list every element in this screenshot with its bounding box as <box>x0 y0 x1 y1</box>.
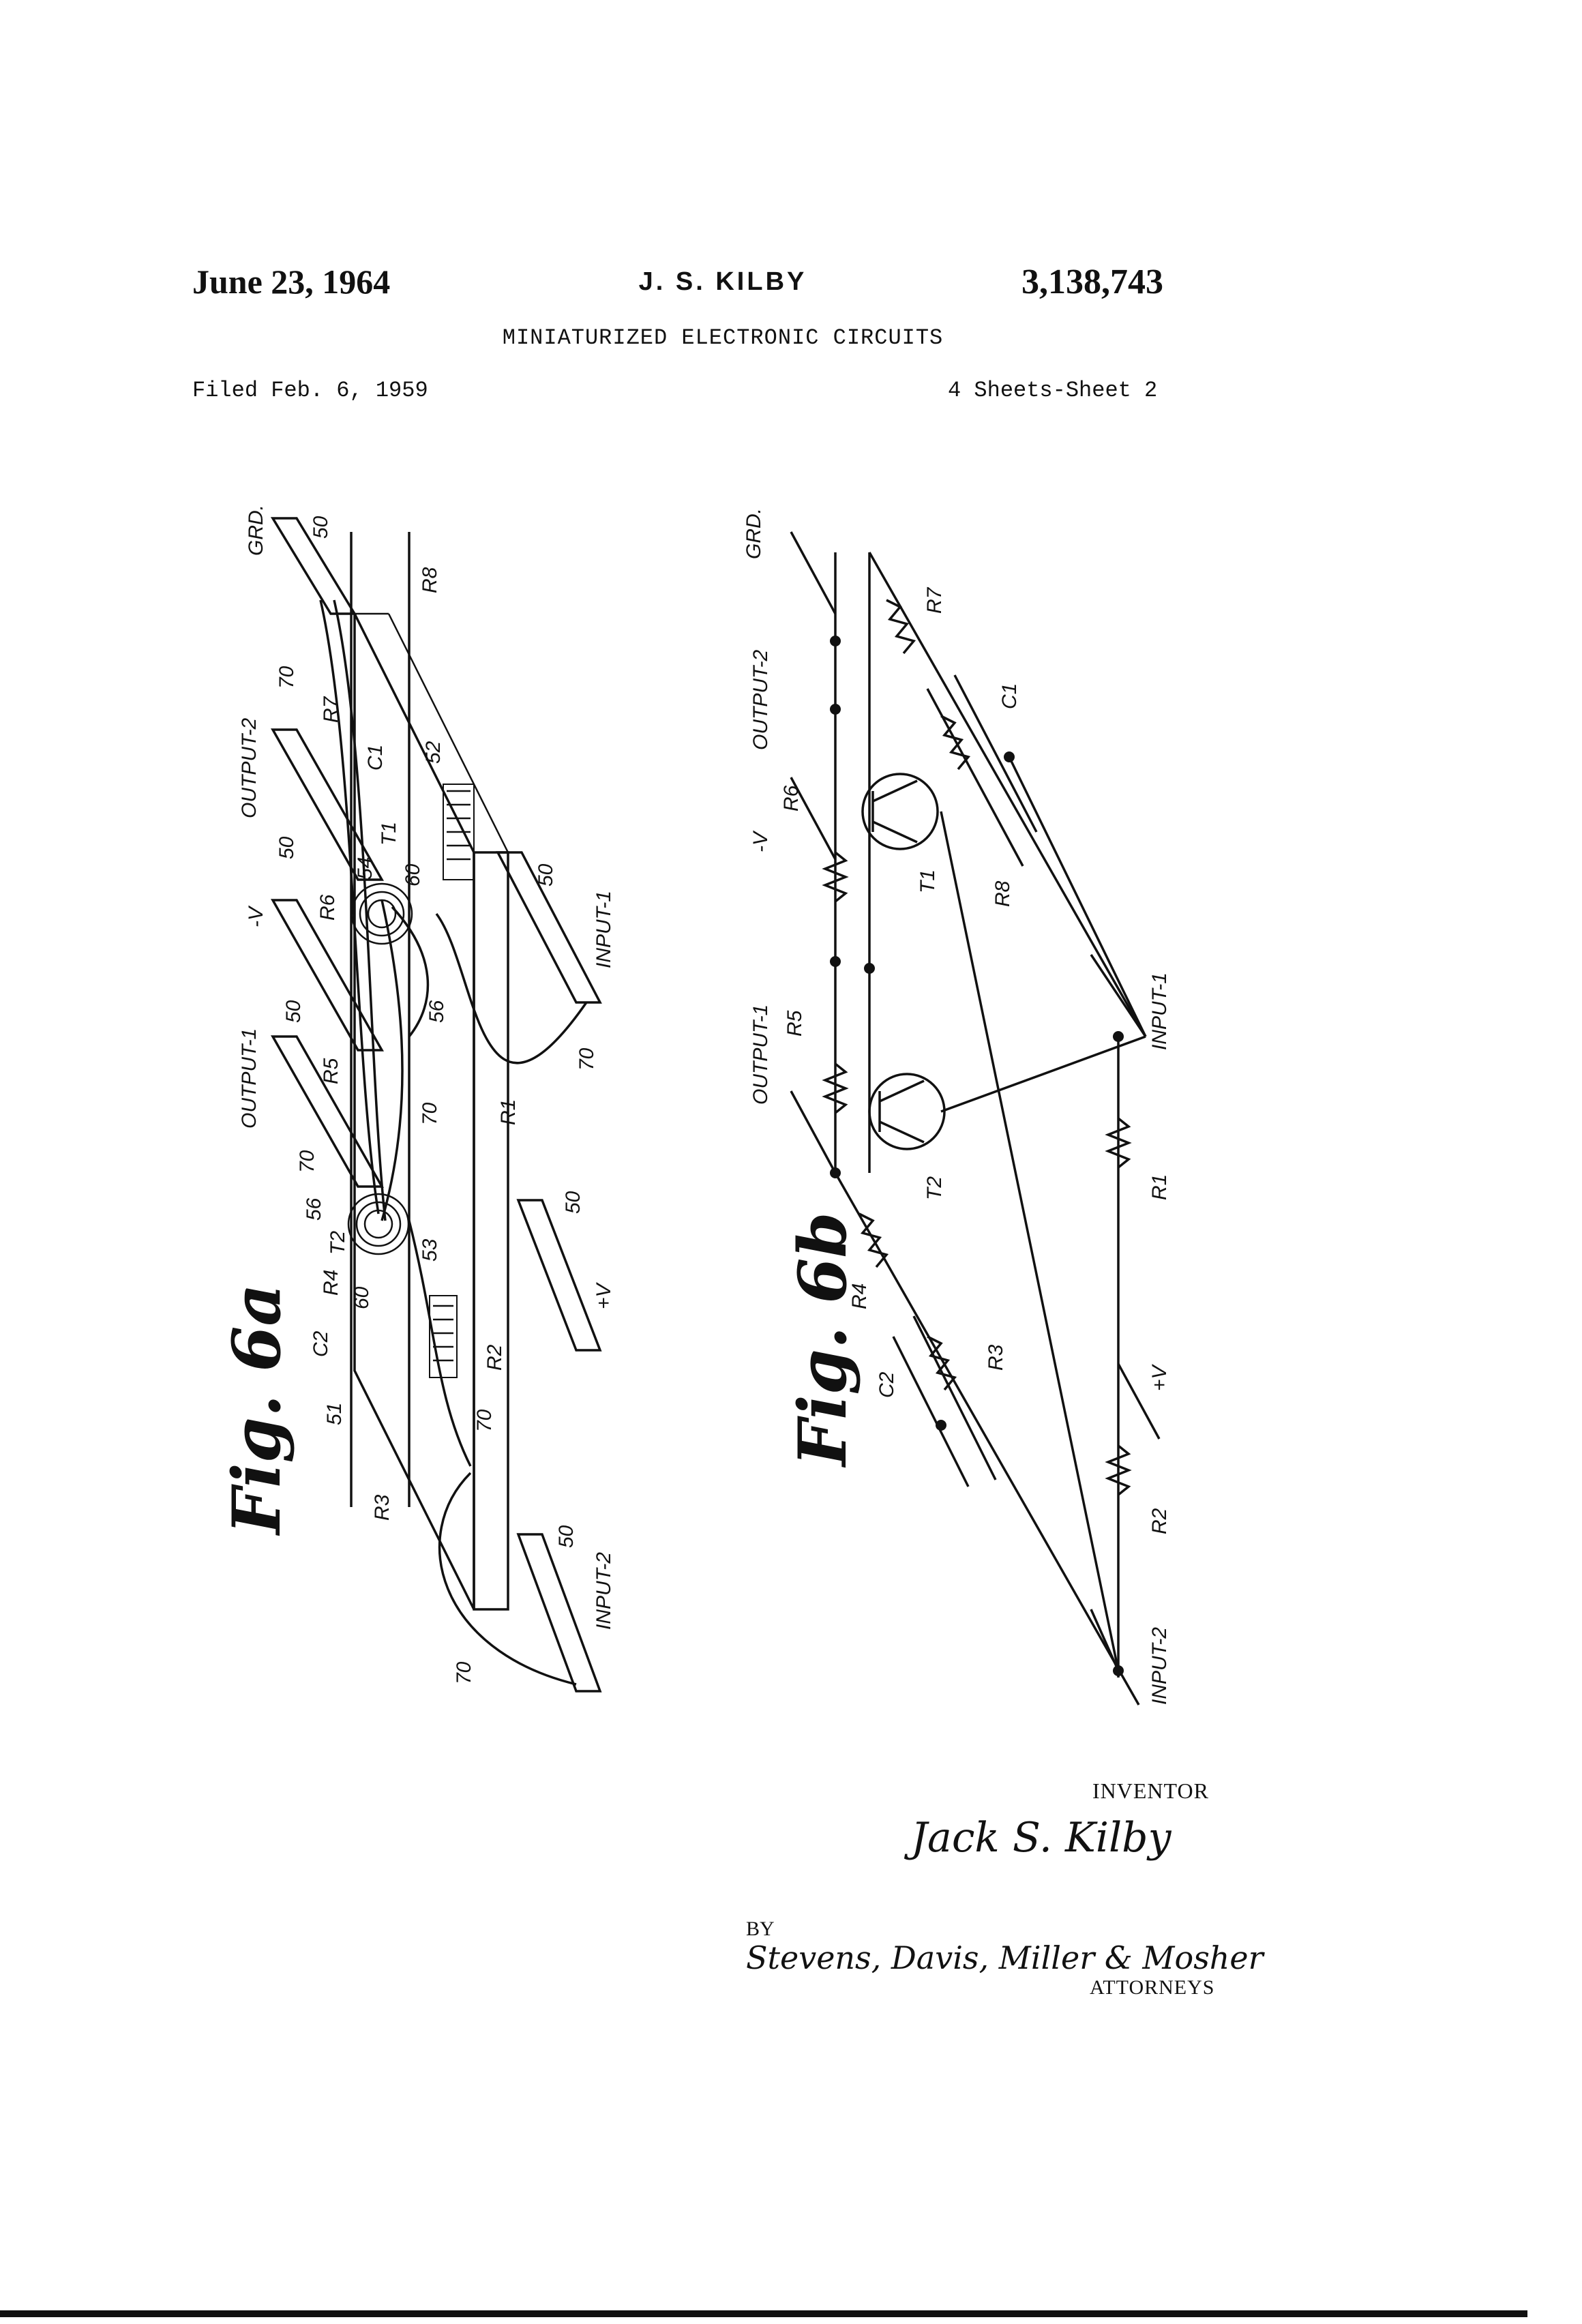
label-r1: R1 <box>1148 1174 1171 1200</box>
label-pos-v: +V <box>1148 1363 1171 1391</box>
label-r6: R6 <box>780 785 803 811</box>
label-output1: OUTPUT-1 <box>238 1028 260 1129</box>
label-60: 60 <box>350 1286 373 1309</box>
label-56: 56 <box>303 1197 325 1221</box>
by-label: BY <box>746 1918 775 1940</box>
fig-6b: Fig. 6b <box>743 508 1171 1705</box>
label-input2: INPUT-2 <box>1148 1627 1171 1705</box>
capacitor-plate <box>429 784 475 1378</box>
label-r5: R5 <box>783 1010 806 1037</box>
transistor-t2-contact <box>347 1193 410 1255</box>
label-output2: OUTPUT-2 <box>238 717 260 818</box>
lead-wires <box>319 599 588 1686</box>
label-t1: T1 <box>378 822 400 846</box>
label-c2: C2 <box>876 1371 898 1398</box>
label-r5: R5 <box>320 1058 342 1084</box>
fig-6a: Fig. 6a <box>218 505 615 1693</box>
patent-number: 3,138,743 <box>1021 263 1163 301</box>
label-r7: R7 <box>320 696 342 723</box>
label-t1: T1 <box>916 869 939 893</box>
label-r2: R2 <box>1148 1508 1171 1534</box>
inventor-name: J. S. KILBY <box>638 267 807 296</box>
label-input1: INPUT-1 <box>1148 972 1171 1050</box>
label-input2: INPUT-2 <box>593 1552 615 1630</box>
label-50: 50 <box>562 1191 584 1214</box>
label-r7: R7 <box>923 586 946 614</box>
capacitor-symbols <box>892 674 1038 1487</box>
label-r2: R2 <box>483 1344 506 1371</box>
label-r4: R4 <box>848 1283 871 1309</box>
label-r1: R1 <box>497 1099 520 1125</box>
label-54: 54 <box>354 857 376 880</box>
label-c2: C2 <box>310 1330 332 1357</box>
bottom-rule <box>0 2310 1527 2317</box>
inventor-label: INVENTOR <box>1092 1778 1209 1803</box>
label-t2: T2 <box>923 1176 946 1200</box>
label-c1: C1 <box>364 745 387 771</box>
patent-date: June 23, 1964 <box>192 263 391 301</box>
transistor-t2-symbol <box>868 1073 946 1150</box>
label-60: 60 <box>402 863 424 887</box>
transistor-t1-contact <box>350 882 413 945</box>
label-neg-v: -V <box>245 905 267 927</box>
label-grd: GRD. <box>743 508 765 559</box>
label-r6: R6 <box>316 894 339 921</box>
label-50: 50 <box>282 1000 305 1023</box>
label-53: 53 <box>419 1238 441 1262</box>
label-neg-v: -V <box>749 830 772 852</box>
schematic-wires <box>790 531 1161 1705</box>
label-50: 50 <box>555 1525 578 1548</box>
inventor-signature: Jack S. Kilby <box>911 1814 1171 1862</box>
transistor-t1-symbol <box>861 773 939 850</box>
patent-title: MINIATURIZED ELECTRONIC CIRCUITS <box>502 325 944 351</box>
attorneys-label: ATTORNEYS <box>1090 1976 1215 1999</box>
fig-6b-title: Fig. 6b <box>784 1212 861 1468</box>
label-52: 52 <box>422 741 445 764</box>
label-70: 70 <box>275 666 298 689</box>
junction-dots <box>830 636 1124 1676</box>
label-r3: R3 <box>371 1494 393 1521</box>
label-input1: INPUT-1 <box>593 891 615 968</box>
label-56: 56 <box>426 1000 448 1023</box>
label-70: 70 <box>473 1409 496 1432</box>
sheet-number: 4 Sheets-Sheet 2 <box>948 378 1158 403</box>
label-70: 70 <box>419 1102 441 1125</box>
label-pos-v: +V <box>593 1281 615 1309</box>
label-r3: R3 <box>985 1344 1007 1371</box>
label-50: 50 <box>310 516 332 539</box>
label-50: 50 <box>275 836 298 859</box>
label-51: 51 <box>323 1403 346 1425</box>
label-output1: OUTPUT-1 <box>749 1004 772 1105</box>
label-70: 70 <box>453 1661 475 1684</box>
label-c1: C1 <box>998 683 1021 709</box>
attorneys-signature: Stevens, Davis, Miller & Mosher <box>746 1939 1264 1976</box>
filed-date: Filed Feb. 6, 1959 <box>192 378 428 403</box>
label-50: 50 <box>535 863 557 887</box>
label-output2: OUTPUT-2 <box>749 649 772 750</box>
label-grd: GRD. <box>245 505 267 556</box>
label-t2: T2 <box>327 1231 349 1255</box>
resistor-symbols <box>822 599 1132 1496</box>
label-70: 70 <box>576 1047 598 1071</box>
fig-6a-title: Fig. 6a <box>218 1283 295 1536</box>
label-r8: R8 <box>991 880 1014 907</box>
label-70: 70 <box>296 1150 318 1173</box>
label-r4: R4 <box>320 1270 342 1296</box>
label-r8: R8 <box>419 567 441 593</box>
